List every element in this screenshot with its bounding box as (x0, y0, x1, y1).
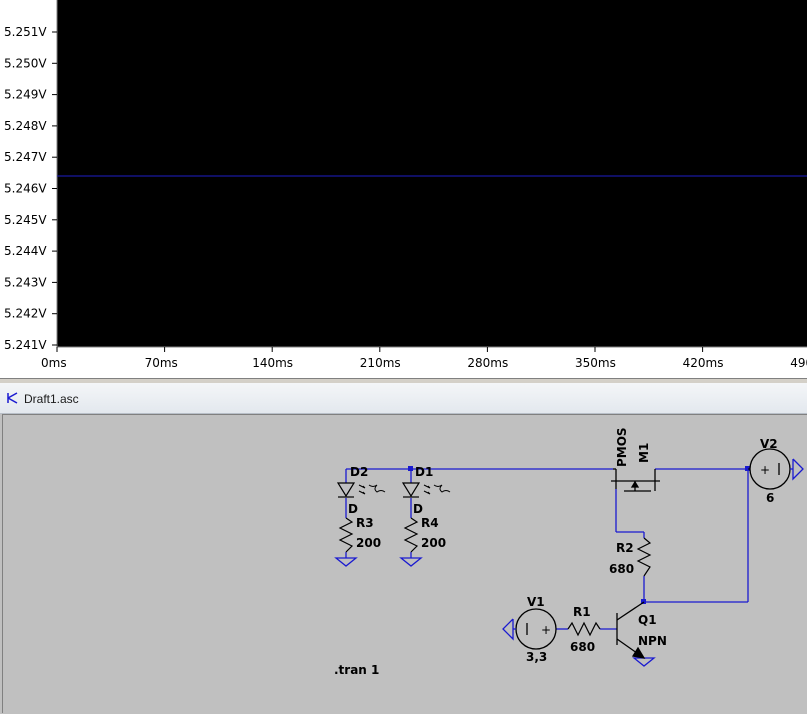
resistor-r4[interactable] (403, 517, 419, 553)
y-tick-label: 5.242V (4, 307, 47, 321)
x-axis-ticks: 0ms 70ms 140ms 210ms 280ms 350ms 420ms 490ms (41, 347, 807, 370)
v1-label: V1 (527, 595, 545, 609)
junction-dots (408, 466, 750, 604)
x-tick-label: 350ms (575, 356, 616, 370)
y-tick-label: 5.246V (4, 182, 47, 196)
resistor-r2[interactable] (636, 537, 652, 577)
d1-model-label: D (413, 502, 423, 516)
svg-text:+: + (541, 623, 551, 637)
r2-label: R2 (616, 541, 634, 555)
y-tick-label: 5.250V (4, 56, 47, 70)
voltage-source-v1[interactable]: + (502, 608, 557, 650)
wires (345, 468, 749, 630)
v2-value: 6 (766, 491, 774, 505)
x-tick-label: 140ms (252, 356, 293, 370)
resistor-r3[interactable] (338, 517, 354, 553)
diode-d2[interactable] (336, 482, 386, 498)
y-axis-ticks: 5.251V 5.250V 5.249V 5.248V 5.247V 5.246V 5.24… (4, 25, 57, 352)
y-tick-label: 5.247V (4, 150, 47, 164)
x-tick-label: 490ms (790, 356, 807, 370)
schematic-canvas[interactable]: + + D2 D D1 D (3, 415, 807, 714)
resistor-r1[interactable] (567, 621, 601, 637)
r1-value: 680 (570, 640, 595, 654)
q1-label: Q1 (638, 613, 657, 627)
x-tick-label: 280ms (467, 356, 508, 370)
d2-label: D2 (350, 465, 368, 479)
m1-label: M1 (637, 443, 651, 463)
r3-label: R3 (356, 516, 374, 530)
r2-value: 680 (609, 562, 634, 576)
d1-label: D1 (415, 465, 433, 479)
y-tick-label: 5.243V (4, 275, 47, 289)
schematic-editor[interactable]: + + D2 D D1 D (2, 414, 807, 713)
q1-type-label: NPN (638, 634, 667, 648)
schematic-icon (7, 392, 18, 404)
diode-d1[interactable] (401, 482, 451, 498)
v1-value: 3,3 (526, 650, 547, 664)
voltage-source-v2[interactable]: + (748, 448, 804, 490)
r3-value: 200 (356, 536, 381, 550)
tran-directive: .tran 1 (334, 663, 379, 677)
window-title: Draft1.asc (24, 392, 79, 406)
r1-label: R1 (573, 605, 591, 619)
plot-area[interactable] (57, 0, 807, 347)
y-tick-label: 5.244V (4, 244, 47, 258)
waveform-viewer[interactable]: 5.251V 5.250V 5.249V 5.248V 5.247V 5.246V 5.24… (0, 0, 807, 378)
y-tick-label: 5.241V (4, 338, 47, 352)
ground-symbols (334, 557, 656, 667)
r4-value: 200 (421, 536, 446, 550)
svg-text:+: + (760, 463, 770, 477)
y-tick-label: 5.245V (4, 213, 47, 227)
x-tick-label: 0ms (41, 356, 67, 370)
pane-splitter[interactable] (0, 378, 807, 383)
d2-model-label: D (348, 502, 358, 516)
waveform-plot[interactable]: 5.251V 5.250V 5.249V 5.248V 5.247V 5.246V 5.24… (0, 0, 807, 378)
x-tick-label: 420ms (683, 356, 724, 370)
v2-label: V2 (760, 437, 778, 451)
x-tick-label: 70ms (145, 356, 178, 370)
r4-label: R4 (421, 516, 439, 530)
m1-type-label: PMOS (615, 427, 629, 467)
x-tick-label: 210ms (360, 356, 401, 370)
npn-transistor-q1[interactable] (616, 601, 646, 659)
y-tick-label: 5.249V (4, 88, 47, 102)
y-tick-label: 5.248V (4, 119, 47, 133)
schematic-window-titlebar[interactable]: Draft1.asc (0, 383, 807, 414)
y-tick-label: 5.251V (4, 25, 47, 39)
component-labels: D2 D D1 D R3 200 R4 200 PMOS M1 V2 6 R2 … (334, 427, 778, 677)
pmos-m1[interactable] (611, 468, 660, 492)
